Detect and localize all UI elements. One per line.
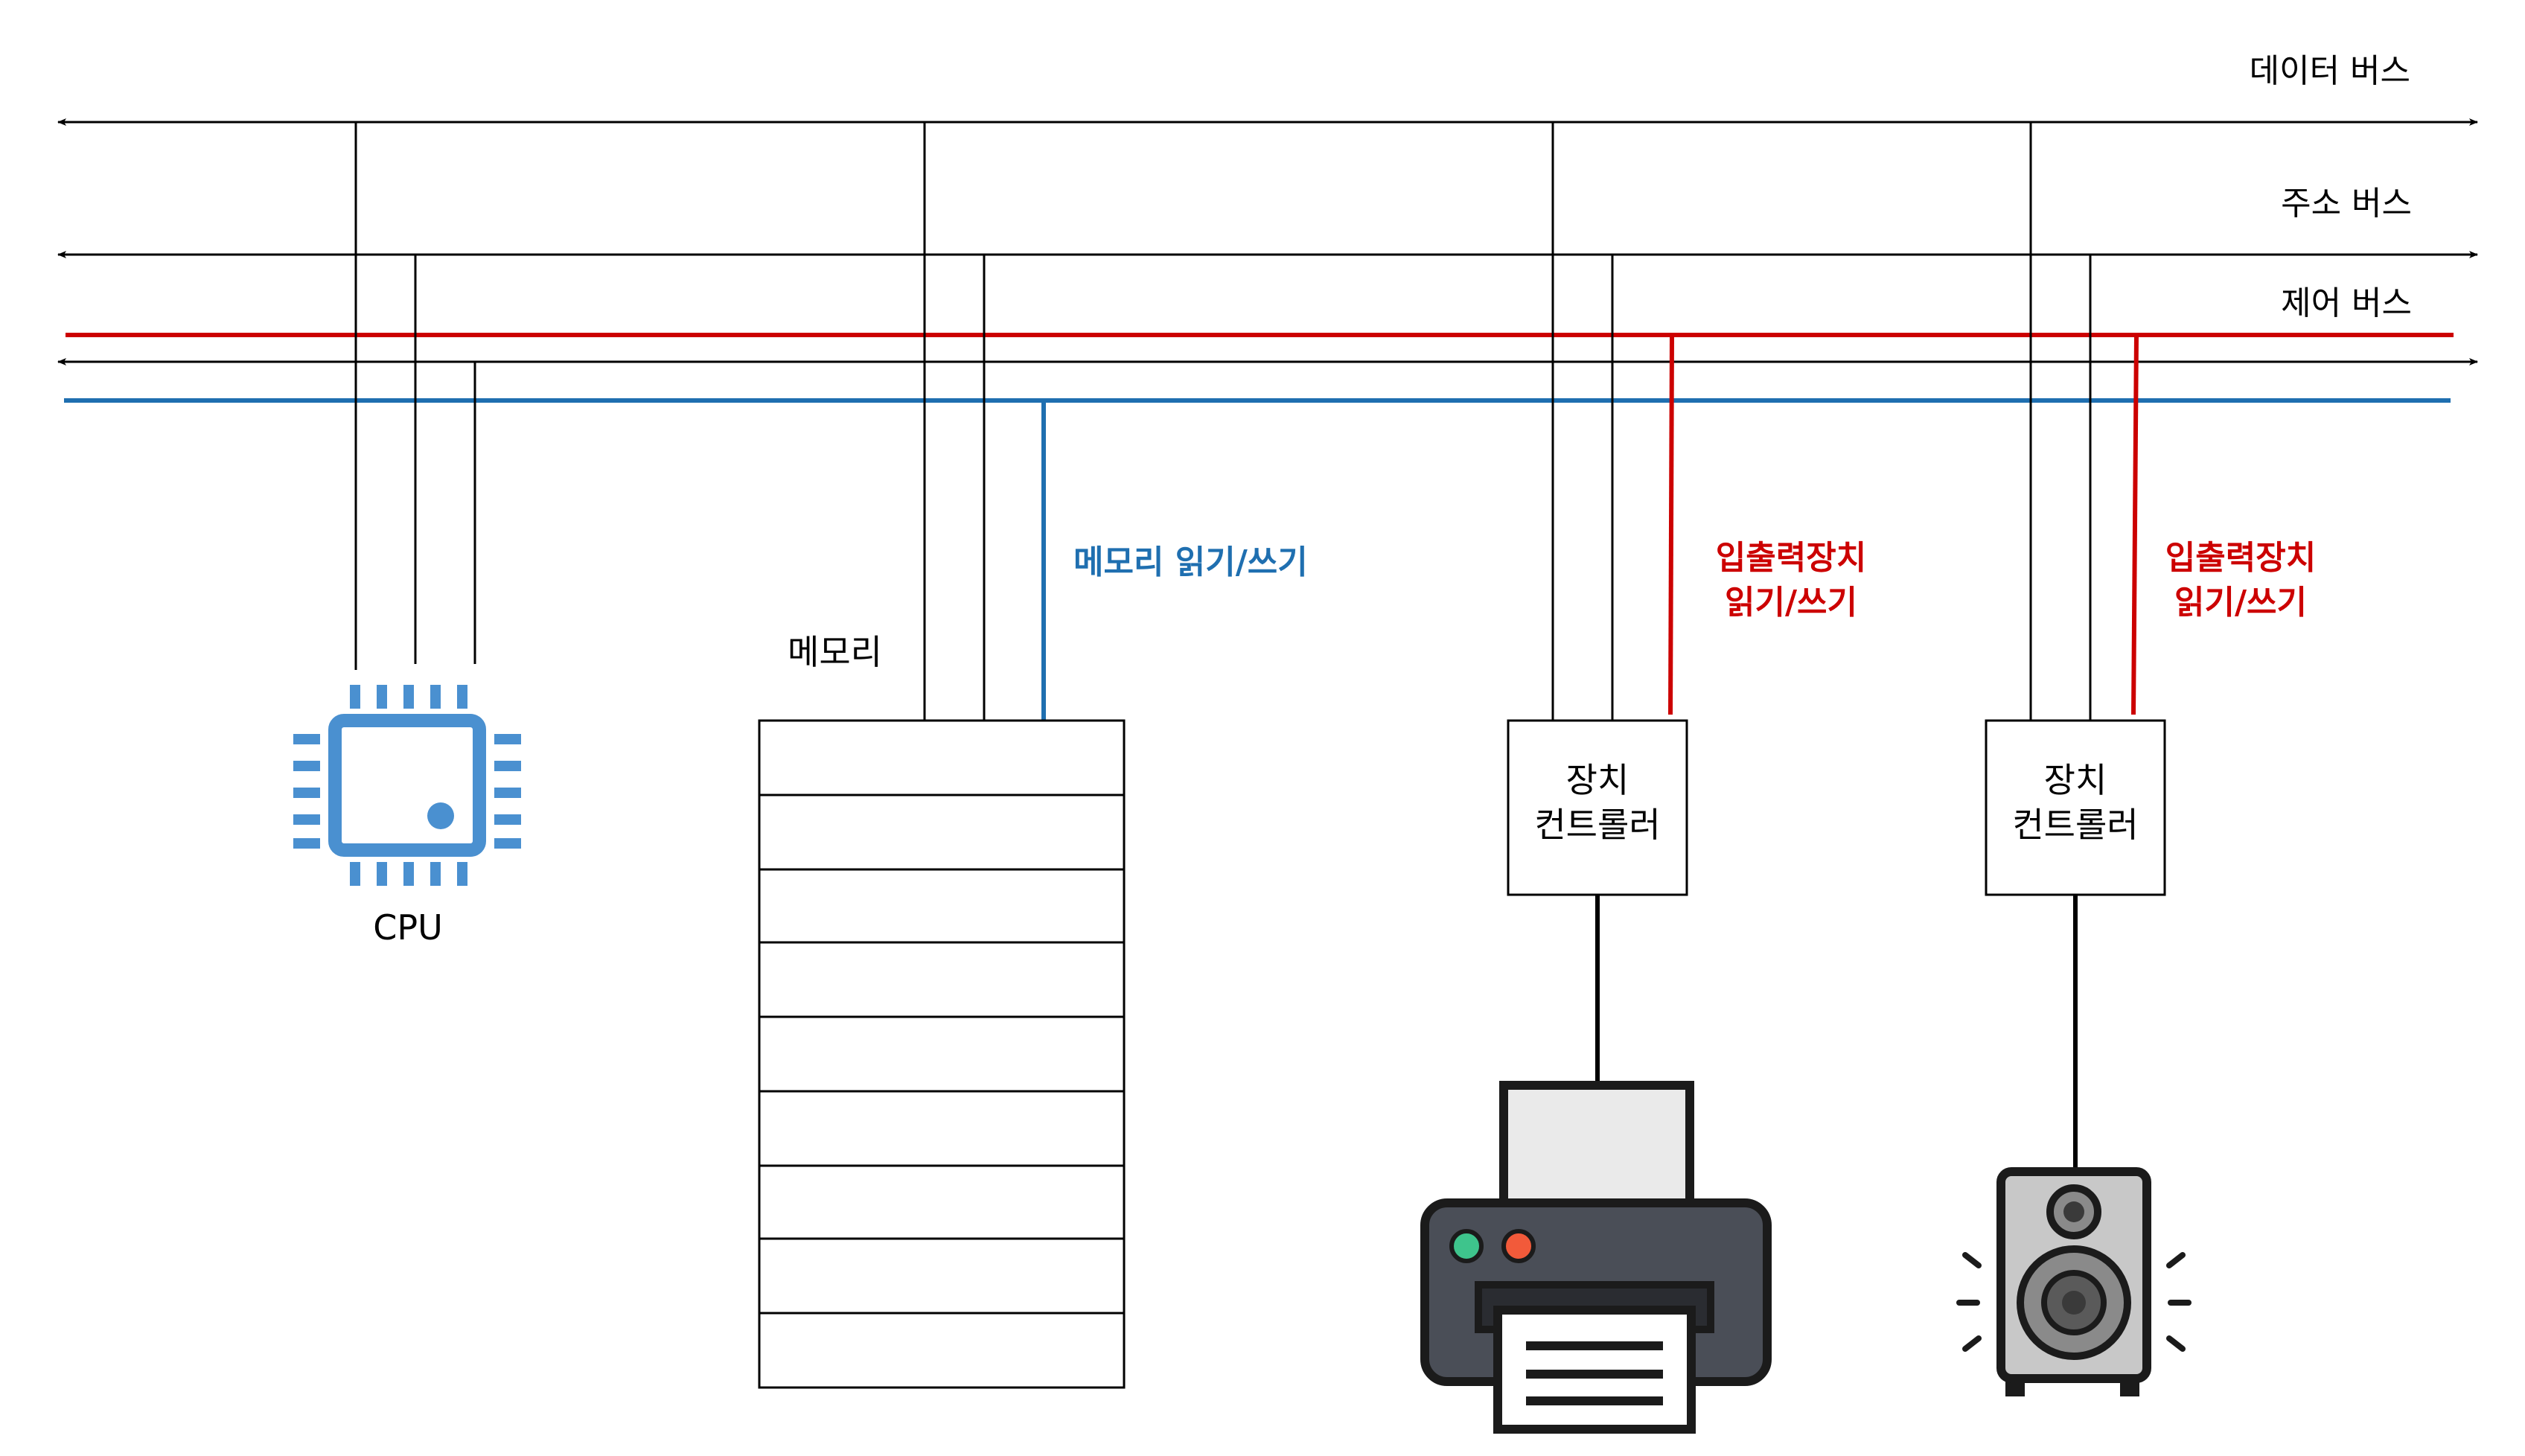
io-device-2-rw-label-line1: 입출력장치 [2165,539,2316,577]
memory-label: 메모리 [788,632,882,672]
io-device-2-controller-line2: 컨트롤러 [2012,805,2138,845]
data-bus-label: 데이터 버스 [2250,52,2410,90]
io-device-2-rw-connector [2131,334,2139,715]
memory-block [758,719,1126,1389]
io-device-1-connectors [1551,122,1614,721]
printer-icon [1420,1081,1772,1434]
io-device-2-controller-line1: 장치 [2044,760,2107,800]
speaker-icon [1956,1167,2192,1396]
io-device-1-rw-label-line2: 읽기/쓰기 [1725,584,1857,622]
io-device-1-rw-label-line1: 입출력장치 [1716,539,1866,577]
cpu-label: CPU [373,907,443,948]
io-device-1-controller-box [1507,719,1688,896]
memory-connectors [923,122,986,721]
control-bus-label: 제어 버스 [2281,284,2412,322]
io-device-1-rw-connector [1668,334,1674,715]
io-device-2-controller-box [1985,719,2166,896]
cpu-chip-icon [293,685,521,886]
io-device-2-connectors [2029,122,2092,721]
address-bus-label: 주소 버스 [2281,185,2412,223]
memory-rw-label: 메모리 읽기/쓰기 [1073,543,1308,581]
io-device-1-controller-line1: 장치 [1566,760,1629,800]
io-device-2-rw-label-line2: 읽기/쓰기 [2174,584,2307,622]
cpu-connectors [354,122,476,670]
io-device-1-controller-line2: 컨트롤러 [1534,805,1660,845]
